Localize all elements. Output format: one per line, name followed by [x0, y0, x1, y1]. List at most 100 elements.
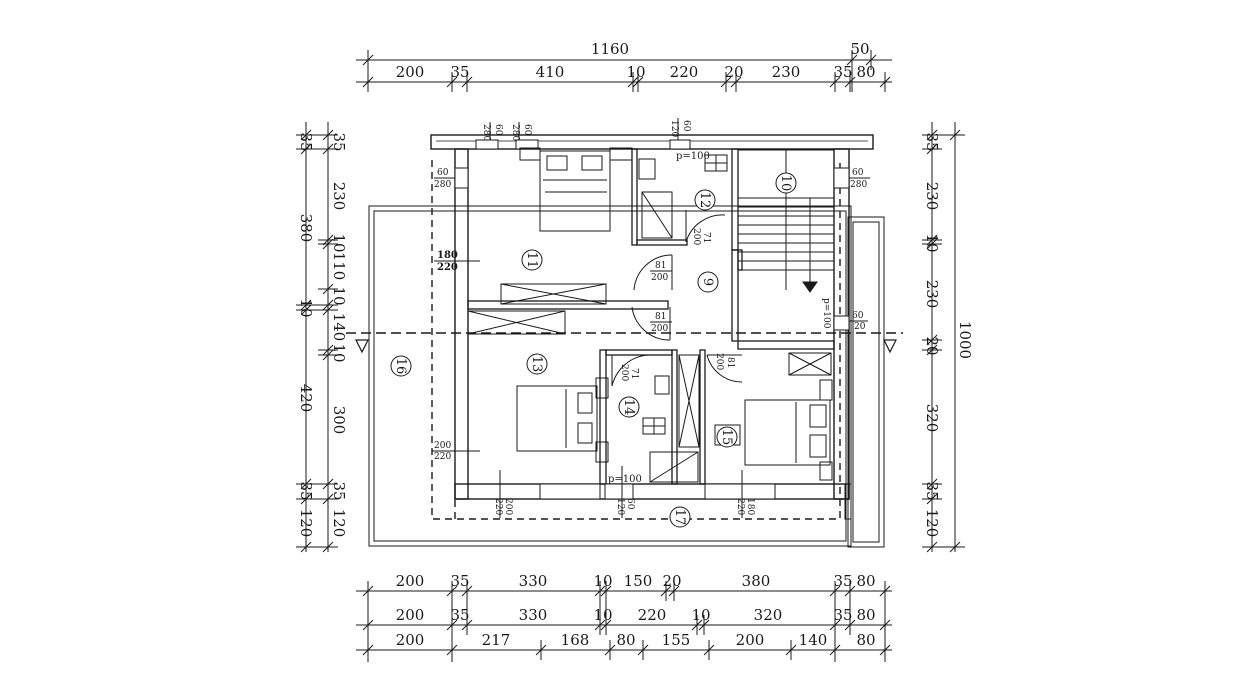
- win-label: 60: [437, 168, 449, 178]
- sink-icon: [654, 375, 670, 395]
- sink-icon: [638, 158, 656, 180]
- room-label-17: 17: [669, 506, 691, 528]
- door-label: 81: [655, 261, 666, 271]
- dim-left-inner: 230: [330, 182, 348, 211]
- dim-bottom-row3: 168: [561, 631, 590, 649]
- dim-left-inner: 140: [330, 313, 348, 342]
- door-swings: [611, 210, 743, 387]
- dim-top-seg: 35: [450, 63, 469, 81]
- dim-bottom-row1: 380: [742, 572, 771, 590]
- section-line: [346, 332, 903, 354]
- dim-left-outer: 35: [297, 481, 315, 500]
- dim-bottom-row1: 35: [450, 572, 469, 590]
- dim-right-seg: 35: [923, 481, 941, 500]
- svg-text:17: 17: [672, 509, 687, 526]
- dim-left-inner: 35: [330, 132, 348, 151]
- svg-text:14: 14: [621, 399, 636, 416]
- dim-bottom-row3: 200: [396, 631, 425, 649]
- win-label: 280: [481, 124, 491, 141]
- wardrobe-room-11: [500, 283, 607, 305]
- dim-top-seg: 200: [396, 63, 425, 81]
- dim-top-seg: 35: [833, 63, 852, 81]
- dim-left-outer: 35: [297, 132, 315, 151]
- win-label: 120: [669, 120, 679, 137]
- win-label: 60: [625, 498, 635, 510]
- dim-right-total: 1000: [956, 321, 974, 359]
- dim-top-seg: 20: [724, 63, 743, 81]
- door-label: 200: [651, 273, 668, 283]
- wardrobe-room-13: [467, 310, 566, 335]
- room-numbers: 9 10 11 12 13 14 15 16: [390, 172, 797, 528]
- door-label: 200: [434, 441, 451, 451]
- parapet-label: p=100: [608, 474, 642, 485]
- door-label: 220: [434, 452, 451, 462]
- door-label: 200: [619, 364, 629, 381]
- dim-top-seg: 230: [772, 63, 801, 81]
- bottom-dimensions: 200 35 330 10 150 20 380 35 80 200 35 33…: [356, 572, 892, 662]
- win-label: 20: [854, 322, 866, 332]
- dim-left-inner: 10: [330, 233, 348, 252]
- dim-bottom-row2: 10: [691, 606, 710, 624]
- door-label: 81: [655, 312, 666, 322]
- dim-bottom-row2: 320: [754, 606, 783, 624]
- staircase: [737, 149, 835, 293]
- dim-bottom-row1: 10: [593, 572, 612, 590]
- room-label-12: 12: [694, 189, 716, 211]
- dim-left-inner: 300: [330, 406, 348, 435]
- furniture: [467, 147, 833, 483]
- dim-bottom-row3: 217: [482, 631, 511, 649]
- top-dimensions: 1160 50 200 35 410 10 220 20 230 35 80: [356, 40, 892, 92]
- dim-bottom-row1: 150: [624, 572, 653, 590]
- svg-text:9: 9: [700, 278, 715, 286]
- win-label: 60: [522, 124, 532, 136]
- dim-bottom-row2: 10: [593, 606, 612, 624]
- win-label: 60: [852, 311, 864, 321]
- dim-bottom-row1: 35: [833, 572, 852, 590]
- dim-left-outer: 420: [297, 384, 315, 413]
- dim-bottom-row1: 200: [396, 572, 425, 590]
- bed-room-15: [744, 399, 831, 466]
- svg-text:11: 11: [524, 252, 539, 269]
- dim-right-seg: 20: [923, 336, 941, 355]
- dim-right-seg: 230: [923, 280, 941, 309]
- svg-text:16: 16: [393, 358, 408, 375]
- right-dimensions: 1000 35 230 10 230 20 320 35 120: [922, 122, 974, 553]
- door-label: 220: [437, 262, 458, 273]
- win-label: 120: [615, 498, 625, 515]
- dim-left-outer: 10: [297, 298, 315, 317]
- dim-top-seg: 10: [626, 63, 645, 81]
- dim-left-inner: 35: [330, 481, 348, 500]
- dim-right-seg: 10: [923, 233, 941, 252]
- dim-left-inner: 10: [330, 343, 348, 362]
- svg-text:13: 13: [529, 356, 544, 373]
- door-label: 200: [651, 324, 668, 334]
- left-dimensions: 35 380 10 420 35 120 35 230 10 110 10 14…: [296, 122, 348, 553]
- dim-bottom-row2: 35: [450, 606, 469, 624]
- dim-bottom-row3: 200: [736, 631, 765, 649]
- dim-bottom-row1: 330: [519, 572, 548, 590]
- bed-room-11: [539, 150, 611, 232]
- shower-icon: [641, 191, 673, 239]
- dim-bottom-row2: 220: [638, 606, 667, 624]
- windows: [454, 139, 850, 500]
- door-label: 200: [714, 353, 724, 370]
- door-label: 71: [701, 232, 711, 243]
- svg-text:15: 15: [719, 429, 734, 446]
- dim-top-seg: 80: [856, 63, 875, 81]
- parapet-label: p=100: [821, 298, 831, 329]
- dim-bottom-row2: 35: [833, 606, 852, 624]
- dim-top-seg: 410: [536, 63, 565, 81]
- dim-bottom-row2: 200: [396, 606, 425, 624]
- room-label-9: 9: [697, 271, 719, 293]
- parapet-label: p=100: [676, 151, 710, 162]
- win-label: 200: [503, 498, 513, 515]
- door-label: 71: [629, 368, 639, 379]
- shower-icon: [649, 451, 699, 483]
- dim-right-seg: 320: [923, 404, 941, 433]
- dim-left-inner: 120: [330, 509, 348, 538]
- win-label: 280: [850, 180, 867, 190]
- dim-bottom-row3: 155: [662, 631, 691, 649]
- dim-top-extra: 50: [850, 40, 869, 58]
- dim-bottom-row1: 20: [662, 572, 681, 590]
- win-label: 180: [745, 498, 755, 515]
